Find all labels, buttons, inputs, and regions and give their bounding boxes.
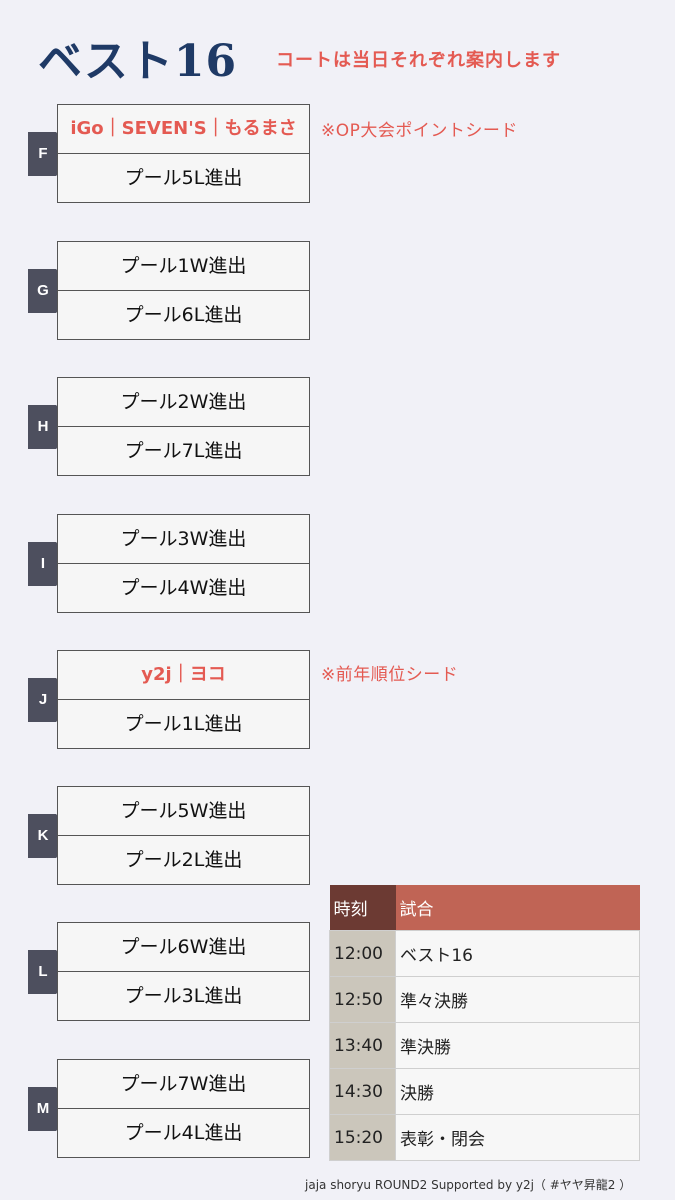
schedule-table: 時刻 試合 12:00 ベスト16 12:50 準々決勝 13:40 準決勝 1… <box>329 885 640 1161</box>
slot-bottom: プール4L進出 <box>57 1108 310 1158</box>
match-j: J y2j｜ヨコ プール1L進出 <box>28 650 310 749</box>
match-f: F iGo｜SEVEN'S｜もるまさ プール5L進出 <box>28 104 310 203</box>
footer-credit: jaja shoryu ROUND2 Supported by y2j（ #ヤヤ… <box>305 1178 632 1192</box>
time-header: 時刻 <box>329 885 396 931</box>
slot-top: プール7W進出 <box>57 1059 310 1109</box>
match-cell: 表彰・閉会 <box>395 1114 640 1161</box>
slot-top: iGo｜SEVEN'S｜もるまさ <box>57 104 310 154</box>
match-cell: 決勝 <box>395 1068 640 1115</box>
match-i: I プール3W進出 プール4W進出 <box>28 514 310 613</box>
slot-top: プール3W進出 <box>57 514 310 564</box>
table-row: 12:50 準々決勝 <box>329 976 640 1023</box>
table-row: 13:40 準決勝 <box>329 1022 640 1069</box>
slot-bottom: プール4W進出 <box>57 563 310 613</box>
slot-bottom: プール1L進出 <box>57 699 310 749</box>
match-cell: 準決勝 <box>395 1022 640 1069</box>
schedule-header-row: 時刻 試合 <box>329 885 640 931</box>
court-notice: コートは当日それぞれ案内します <box>276 50 561 71</box>
time-cell: 14:30 <box>329 1068 396 1115</box>
match-m: M プール7W進出 プール4L進出 <box>28 1059 310 1158</box>
page-title: ベスト16 <box>38 36 238 87</box>
seed-note: ※前年順位シード <box>321 665 459 685</box>
table-row: 14:30 決勝 <box>329 1068 640 1115</box>
slot-top: y2j｜ヨコ <box>57 650 310 700</box>
slot-top: プール6W進出 <box>57 922 310 972</box>
slot-bottom: プール6L進出 <box>57 290 310 340</box>
match-l: L プール6W進出 プール3L進出 <box>28 922 310 1021</box>
time-cell: 15:20 <box>329 1114 396 1161</box>
slot-bottom: プール2L進出 <box>57 835 310 885</box>
match-cell: 準々決勝 <box>395 976 640 1023</box>
time-cell: 12:50 <box>329 976 396 1023</box>
time-cell: 13:40 <box>329 1022 396 1069</box>
match-header: 試合 <box>395 885 640 931</box>
seed-note: ※OP大会ポイントシード <box>321 121 518 141</box>
time-cell: 12:00 <box>329 930 396 977</box>
slot-bottom: プール3L進出 <box>57 971 310 1021</box>
slot-top: プール1W進出 <box>57 241 310 291</box>
match-k: K プール5W進出 プール2L進出 <box>28 786 310 885</box>
match-g: G プール1W進出 プール6L進出 <box>28 241 310 340</box>
slot-bottom: プール5L進出 <box>57 153 310 203</box>
slot-bottom: プール7L進出 <box>57 426 310 476</box>
slot-top: プール2W進出 <box>57 377 310 427</box>
match-h: H プール2W進出 プール7L進出 <box>28 377 310 476</box>
slot-top: プール5W進出 <box>57 786 310 836</box>
match-cell: ベスト16 <box>395 930 640 977</box>
table-row: 15:20 表彰・閉会 <box>329 1114 640 1161</box>
table-row: 12:00 ベスト16 <box>329 930 640 977</box>
